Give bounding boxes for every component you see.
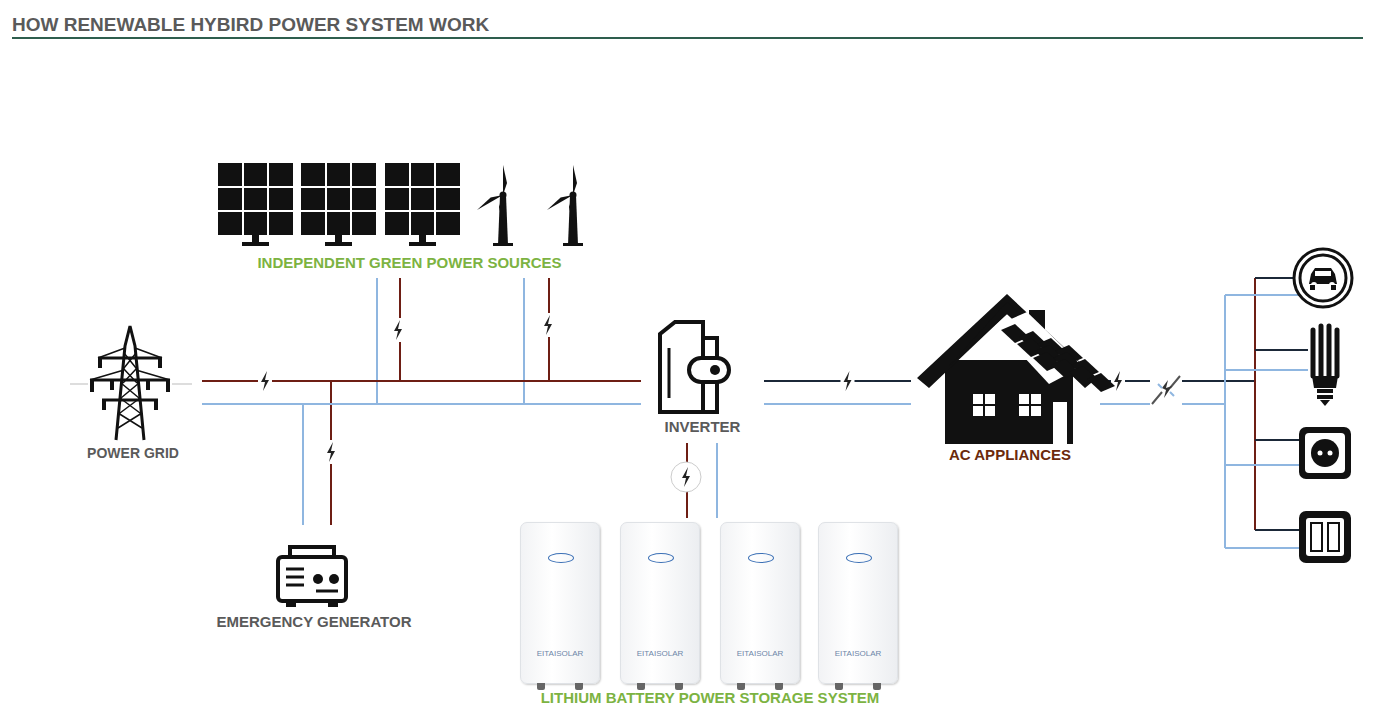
battery-foot [537,683,545,690]
node-label: INDEPENDENT GREEN POWER SOURCES [208,254,611,271]
node-box: AC APPLIANCES [911,290,1109,468]
node-icon [68,318,198,466]
power-symbol [541,313,555,337]
node-box: INDEPENDENT GREEN POWER SOURCES [208,160,611,278]
power-connector [377,278,641,404]
power-connector [764,369,911,404]
power-symbol [324,440,338,464]
node-box: EMERGENCY GENERATOR [196,525,432,635]
power-connector [202,369,641,404]
battery-foot [835,683,843,690]
battery-logo [548,553,574,563]
battery-foot [637,683,645,690]
node-box: LITHIUM BATTERY POWER STORAGE SYSTEM EITA… [508,518,912,718]
battery-unit: EITAISOLAR [620,522,700,684]
node-label: POWER GRID [64,445,202,461]
diagram-title: HOW RENEWABLE HYBIRD POWER SYSTEM WORK [12,14,489,36]
node-box: INVERTER [641,318,764,443]
battery-logo [846,553,872,563]
node-box: POWER GRID [64,318,202,466]
brand-label: EITAISOLAR [819,649,897,658]
battery-foot [575,683,583,690]
battery-unit: EITAISOLAR [520,522,600,684]
battery-unit: EITAISOLAR [818,522,898,684]
power-symbol [671,462,701,492]
node-label: LITHIUM BATTERY POWER STORAGE SYSTEM [508,689,912,706]
battery-unit: EITAISOLAR [720,522,800,684]
power-symbol [841,369,855,393]
battery-foot [775,683,783,690]
brand-label: EITAISOLAR [521,649,599,658]
battery-logo [648,553,674,563]
node-label: AC APPLIANCES [911,446,1109,463]
brand-label: EITAISOLAR [621,649,699,658]
brand-label: EITAISOLAR [721,649,799,658]
power-symbol [258,369,272,393]
battery-foot [675,683,683,690]
power-connector [671,443,717,518]
node-icon [915,290,1105,468]
power-connector [303,381,641,525]
battery-logo [748,553,774,563]
battery-foot [873,683,881,690]
node-label: EMERGENCY GENERATOR [196,613,432,630]
battery-foot [737,683,745,690]
node-label: INVERTER [641,418,764,435]
power-symbol [391,318,405,342]
